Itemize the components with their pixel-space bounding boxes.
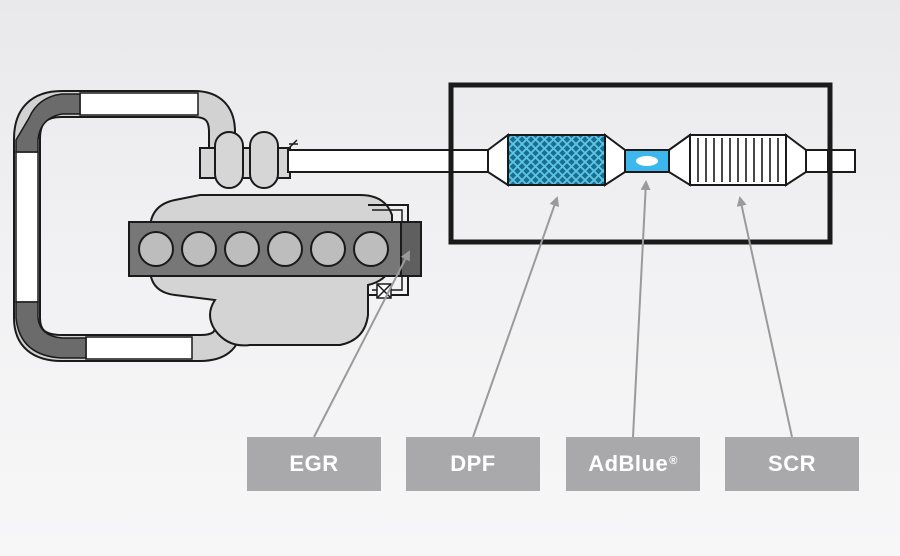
scr-label-text: SCR bbox=[768, 451, 816, 476]
engine-block bbox=[128, 221, 422, 299]
adblue-injector bbox=[624, 149, 670, 173]
aftertreatment-enclosure bbox=[448, 82, 833, 245]
egr-pointer bbox=[313, 250, 410, 438]
registered-mark: ® bbox=[669, 455, 678, 467]
adblue-pointer bbox=[632, 180, 651, 438]
pointer-lines bbox=[313, 180, 793, 438]
cylinder bbox=[224, 231, 260, 267]
dpf-label-text: DPF bbox=[450, 451, 496, 476]
dpf-unit bbox=[487, 133, 626, 187]
turbocharger bbox=[199, 131, 291, 189]
cylinder bbox=[310, 231, 346, 267]
dpf-pointer bbox=[472, 196, 560, 438]
cylinder bbox=[181, 231, 217, 267]
adblue-label-text: AdBlue bbox=[588, 451, 669, 476]
adblue-label: AdBlue® bbox=[566, 437, 700, 491]
dpf-label: DPF bbox=[406, 437, 540, 491]
egr-label: EGR bbox=[247, 437, 381, 491]
scr-label: SCR bbox=[725, 437, 859, 491]
scr-pointer bbox=[736, 196, 793, 438]
cylinder bbox=[267, 231, 303, 267]
cylinder bbox=[353, 231, 389, 267]
cylinder bbox=[138, 231, 174, 267]
egr-valve bbox=[400, 221, 422, 277]
egr-label-text: EGR bbox=[289, 451, 339, 476]
egr-loop-pipe bbox=[12, 90, 242, 362]
scr-unit bbox=[668, 133, 829, 187]
